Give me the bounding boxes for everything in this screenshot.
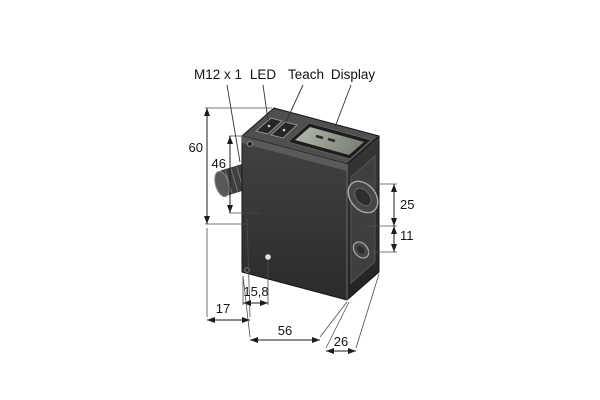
receiver-lens-glass bbox=[354, 187, 372, 207]
callouts: M12 x 1 LED Teach Display bbox=[194, 67, 376, 163]
dim-value-26: 26 bbox=[334, 334, 348, 349]
extension-line bbox=[319, 301, 348, 338]
dim-overall-height: 60 bbox=[189, 107, 272, 225]
emitter-lens bbox=[352, 241, 370, 259]
dim-lens-spacing: 11 bbox=[364, 226, 414, 253]
dim-front-offset: 15,8 bbox=[242, 261, 269, 306]
receiver-lens bbox=[347, 180, 379, 214]
dim-value-15-8: 15,8 bbox=[243, 284, 268, 299]
display-leader-line bbox=[334, 84, 352, 128]
dim-depth: 26 bbox=[325, 273, 380, 354]
led-dot bbox=[267, 124, 271, 128]
extension-line bbox=[325, 301, 350, 349]
dim-value-17: 17 bbox=[216, 301, 230, 316]
extension-line bbox=[242, 275, 251, 338]
teach-label: Teach bbox=[288, 67, 324, 82]
emitter-lens-glass bbox=[357, 246, 365, 254]
display-digit-mark bbox=[327, 137, 336, 143]
dim-width: 56 bbox=[242, 275, 348, 343]
dim-housing-height: 46 bbox=[212, 135, 260, 214]
indicator-dot bbox=[265, 254, 271, 260]
dim-value-46: 46 bbox=[212, 156, 226, 171]
housing-screw bbox=[246, 140, 254, 148]
dim-value-60: 60 bbox=[189, 140, 203, 155]
dim-value-25: 25 bbox=[400, 197, 414, 212]
dim-value-11: 11 bbox=[400, 228, 414, 243]
led-label: LED bbox=[250, 67, 277, 82]
display-digit-mark bbox=[315, 134, 324, 140]
sensor-body bbox=[241, 107, 380, 301]
connector-label: M12 x 1 bbox=[194, 67, 242, 82]
extension-line bbox=[355, 273, 380, 349]
dim-value-56: 56 bbox=[278, 323, 292, 338]
dim-lens-center: 25 bbox=[364, 183, 414, 227]
led-leader-line bbox=[262, 84, 269, 121]
display-label: Display bbox=[331, 67, 376, 82]
teach-leader-line bbox=[284, 84, 304, 125]
lens-panel bbox=[350, 155, 376, 284]
dimension-annotations: 60 46 25 11 17 bbox=[189, 107, 414, 354]
teach-button-dot bbox=[282, 128, 286, 132]
top-front-bevel bbox=[242, 136, 347, 171]
display-assembly bbox=[287, 122, 372, 160]
connector-leader-line bbox=[226, 84, 241, 163]
display-screen bbox=[295, 127, 364, 155]
